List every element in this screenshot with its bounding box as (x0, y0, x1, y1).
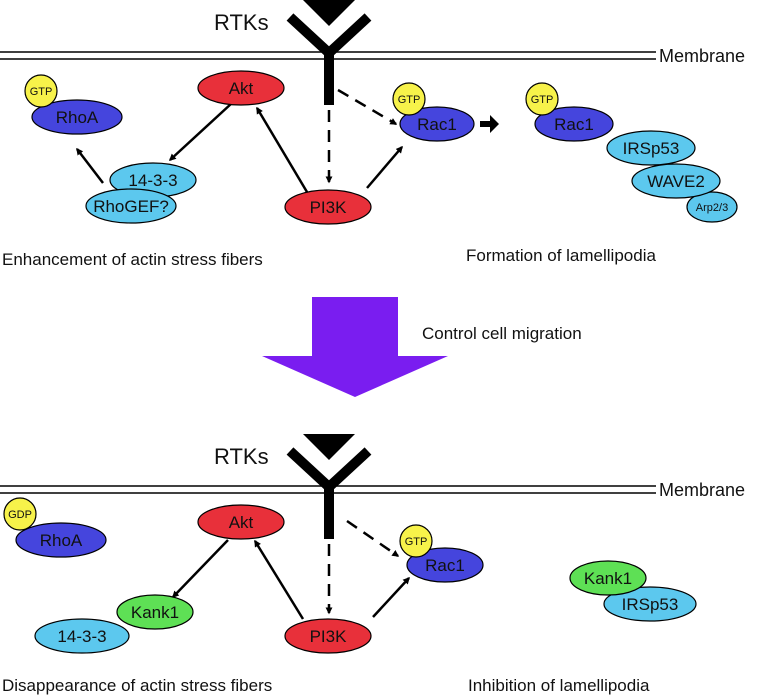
top-rtk-receptor (286, 0, 372, 105)
bottom-panel: Membrane RTKs RhoA GDP Akt (0, 434, 745, 695)
bottom-rhoa-node: RhoA (15, 522, 107, 558)
top-membrane-label: Membrane (659, 46, 745, 66)
top-rtks-label: RTKs (214, 10, 269, 35)
top-akt-label: Akt (229, 79, 254, 98)
svg-text:14-3-3: 14-3-3 (128, 171, 177, 190)
bottom-arrows (172, 519, 410, 620)
svg-text:PI3K: PI3K (310, 627, 348, 646)
top-irsp53-node: IRSp53 (606, 130, 696, 166)
top-arrow-akt-1433 (168, 102, 233, 161)
svg-text:IRSp53: IRSp53 (622, 595, 679, 614)
top-arp23-node: Arp2/3 (686, 191, 738, 223)
top-gtp-badge-rac1: GTP (392, 82, 426, 116)
bottom-rtks-label: RTKs (214, 444, 269, 469)
svg-text:Kank1: Kank1 (131, 603, 179, 622)
bottom-rtk-receptor (286, 434, 372, 539)
bottom-membrane-label: Membrane (659, 480, 745, 500)
svg-text:RhoA: RhoA (40, 531, 83, 550)
middle-panel: Control cell migration (262, 297, 582, 397)
svg-text:Rac1: Rac1 (417, 115, 457, 134)
svg-text:Rac1: Rac1 (425, 556, 465, 575)
bottom-arrow-akt-kank1 (172, 539, 229, 599)
bottom-kank1-right-node: Kank1 (569, 560, 647, 596)
top-rhogef-node: RhoGEF? (85, 188, 177, 224)
svg-text:PI3K: PI3K (310, 198, 348, 217)
bottom-gtp-badge-rac1: GTP (399, 524, 433, 558)
top-arrow-rhogef-rhoa (76, 147, 104, 184)
svg-text:Arp2/3: Arp2/3 (696, 202, 728, 214)
svg-text:GTP: GTP (405, 536, 428, 548)
top-arrow-pi3k-rac1 (366, 145, 403, 189)
top-caption-left: Enhancement of actin stress fibers (2, 250, 263, 269)
top-gtp-badge-rhoa: GTP (24, 74, 58, 108)
top-rac1-node: Rac1 (399, 106, 475, 142)
top-caption-right: Formation of lamellipodia (466, 246, 656, 265)
top-rhoa-label: RhoA (56, 108, 99, 127)
svg-text:GDP: GDP (8, 509, 32, 521)
svg-text:14-3-3: 14-3-3 (57, 627, 106, 646)
bottom-kank1-left-node: Kank1 (116, 594, 194, 630)
bottom-caption-left: Disappearance of actin stress fibers (2, 676, 272, 695)
svg-text:WAVE2: WAVE2 (647, 172, 705, 191)
top-gtp-badge-complex: GTP (525, 82, 559, 116)
bottom-arrow-rtk-rac1 (346, 519, 400, 558)
bottom-1433-node: 14-3-3 (34, 618, 130, 654)
bottom-gdp-badge-rhoa: GDP (3, 497, 37, 531)
bottom-irsp53-node: IRSp53 (603, 586, 697, 622)
svg-text:GTP: GTP (531, 94, 554, 106)
bottom-pi3k-node: PI3K (284, 618, 372, 654)
top-wave2-node: WAVE2 (631, 163, 721, 199)
top-arrow-pi3k-akt (255, 106, 309, 193)
bottom-caption-right: Inhibition of lamellipodia (468, 676, 650, 695)
svg-text:Akt: Akt (229, 513, 254, 532)
top-panel: Membrane RTKs RhoA GTP (0, 0, 745, 269)
svg-text:IRSp53: IRSp53 (623, 139, 680, 158)
bottom-akt-node: Akt (197, 504, 285, 540)
control-cell-migration-label: Control cell migration (422, 324, 582, 343)
top-arrow-rtk-rac1 (337, 88, 398, 126)
top-block-arrow (480, 115, 499, 133)
top-rhoa-node: RhoA (31, 99, 123, 135)
svg-text:Rac1: Rac1 (554, 115, 594, 134)
purple-down-arrow (262, 297, 448, 397)
svg-text:Kank1: Kank1 (584, 569, 632, 588)
top-arrows (76, 88, 403, 193)
bottom-arrow-pi3k-rac1 (372, 576, 410, 618)
bottom-arrow-pi3k-akt (253, 539, 305, 620)
top-pi3k-node: PI3K (284, 189, 372, 225)
svg-text:GTP: GTP (30, 86, 53, 98)
bottom-rac1-node: Rac1 (406, 547, 484, 583)
top-akt-node: Akt (197, 70, 285, 106)
top-rac1-complex-node: Rac1 (534, 106, 614, 142)
svg-text:RhoGEF?: RhoGEF? (93, 197, 169, 216)
svg-text:GTP: GTP (398, 94, 421, 106)
